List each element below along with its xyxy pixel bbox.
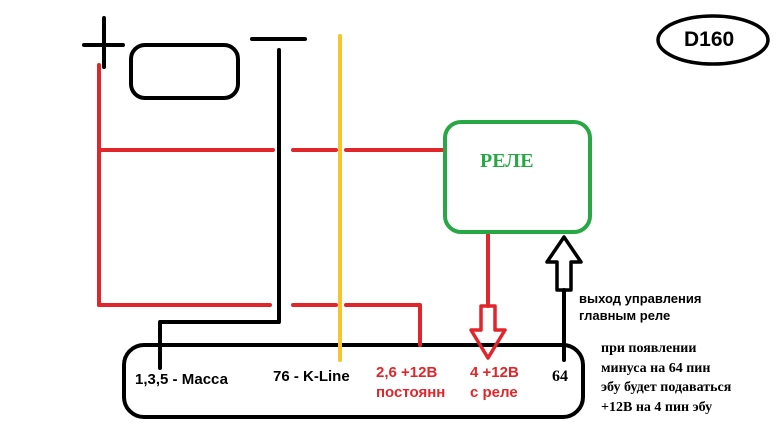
pin-control: 64: [552, 368, 568, 385]
badge-label: D160: [684, 28, 735, 51]
battery-plus: [82, 16, 125, 69]
note-output-2: главным реле: [579, 308, 671, 323]
relay-label: РЕЛЕ: [480, 150, 534, 172]
pin-relay-1: 4 +12В: [470, 364, 519, 381]
pin-ground: 1,3,5 - Масса: [135, 371, 228, 388]
const-power-wire: [97, 303, 422, 347]
badge-outline: [656, 14, 770, 66]
relay-block: [443, 120, 592, 234]
pin-relay-2: с реле: [470, 384, 518, 401]
pin-const-2: постоянн: [376, 384, 446, 401]
note-description: при появлении минуса на 64 пин эбу будет…: [601, 341, 732, 415]
relay-output-arrow: [469, 304, 507, 360]
ecu-block: [122, 343, 585, 419]
control-arrow: [545, 235, 583, 292]
pin-kline: 76 - K-Line: [273, 368, 350, 385]
note-output-1: выход управления: [579, 291, 702, 306]
battery: [129, 43, 240, 100]
pin-const-1: 2,6 +12В: [376, 364, 438, 381]
